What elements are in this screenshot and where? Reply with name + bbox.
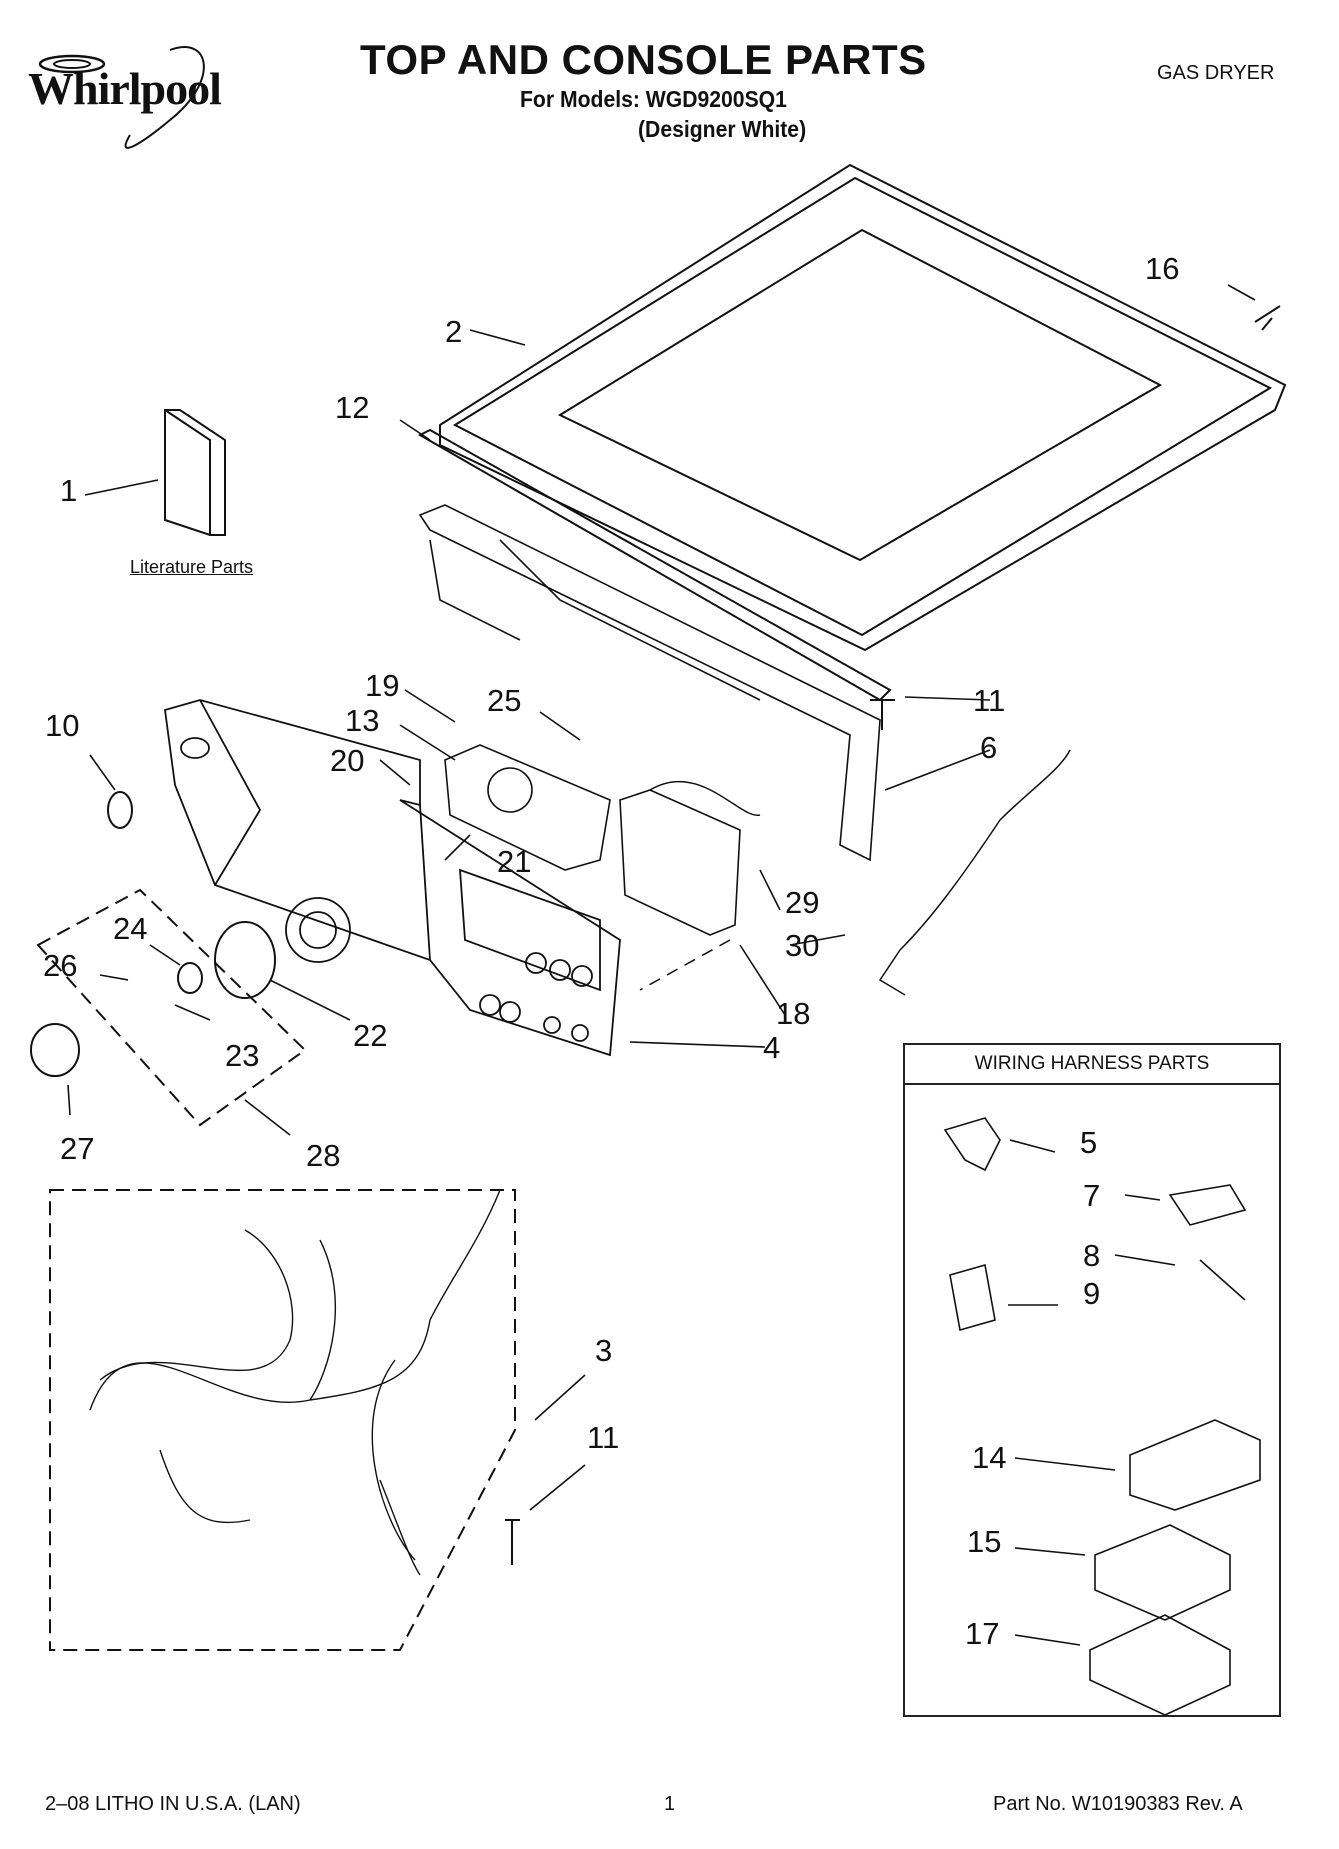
callout-20: 20: [330, 743, 365, 778]
callout-27: 27: [60, 1131, 95, 1166]
callout-11-harness: 11: [587, 1420, 620, 1455]
callout-15: 15: [967, 1524, 1002, 1559]
screw-11b-drawing: [505, 1519, 520, 1565]
product-type: GAS DRYER: [1157, 62, 1275, 84]
model-variant: (Designer White): [638, 116, 807, 142]
top-panel-drawing: [439, 163, 1287, 652]
literature-drawing: [164, 409, 226, 536]
ui-board-drawing: [619, 789, 741, 936]
wiring-harness-parts-title: WIRING HARNESS PARTS: [903, 1043, 1281, 1085]
callout-1: 1: [60, 473, 78, 508]
callout-9: 9: [1083, 1276, 1101, 1311]
callout-24: 24: [113, 911, 148, 946]
leader-lines: [67, 284, 1256, 1511]
callout-18: 18: [776, 996, 811, 1031]
callout-21: 21: [497, 844, 532, 879]
callout-30: 30: [785, 928, 820, 963]
knob-27-drawing: [30, 1023, 80, 1077]
wiring-harness-parts-box: [903, 1043, 1281, 1717]
callout-2: 2: [445, 314, 463, 349]
model-line: For Models: WGD9200SQ1: [520, 86, 787, 112]
callout-23: 23: [225, 1038, 260, 1073]
callout-22: 22: [353, 1018, 388, 1053]
lens-10-drawing: [107, 791, 133, 829]
callout-8: 8: [1083, 1238, 1101, 1273]
part-number: Part No. W10190383 Rev. A: [993, 1793, 1243, 1815]
page-title: TOP AND CONSOLE PARTS: [360, 36, 927, 83]
main-harness-outline: [49, 1189, 516, 1651]
console-frame-drawing: [418, 504, 881, 862]
brand-logo-swirl: [20, 40, 250, 165]
callout-16: 16: [1145, 251, 1180, 286]
callout-17: 17: [965, 1616, 1000, 1651]
gear-24-drawing: [177, 962, 203, 994]
knob-kit-outline: [36, 888, 307, 1127]
callout-10: 10: [45, 708, 80, 743]
callout-7: 7: [1083, 1178, 1101, 1213]
callout-5: 5: [1080, 1125, 1098, 1160]
page-number: 1: [664, 1793, 676, 1815]
callout-25: 25: [487, 683, 522, 718]
callout-11-top: 11: [973, 683, 1006, 718]
encoder-22-drawing: [214, 921, 276, 999]
wiring-parts-drawings: [943, 1117, 1261, 1716]
callout-12: 12: [335, 390, 370, 425]
callout-13: 13: [345, 703, 380, 738]
console-housing-drawing: [164, 699, 621, 1057]
callout-26: 26: [43, 948, 78, 983]
callout-14: 14: [972, 1440, 1007, 1475]
literature-parts-label: Literature Parts: [130, 557, 254, 577]
screw-11-drawing: [870, 699, 895, 730]
control-board-drawing: [444, 744, 611, 871]
callout-3: 3: [595, 1333, 613, 1368]
harness-30-drawing: [878, 749, 1071, 996]
print-info: 2–08 LITHO IN U.S.A. (LAN): [45, 1793, 301, 1815]
screw-16-drawing: [1254, 305, 1281, 331]
main-harness-drawing: [89, 1189, 501, 1576]
harness-29-drawing: [649, 780, 761, 816]
callout-6: 6: [980, 730, 998, 765]
callout-4: 4: [763, 1030, 781, 1065]
brand-logo: Whirlpool: [28, 63, 222, 114]
trim-strip-drawing: [417, 428, 892, 702]
callout-19: 19: [365, 668, 400, 703]
callout-29: 29: [785, 885, 820, 920]
callout-28: 28: [306, 1138, 341, 1173]
